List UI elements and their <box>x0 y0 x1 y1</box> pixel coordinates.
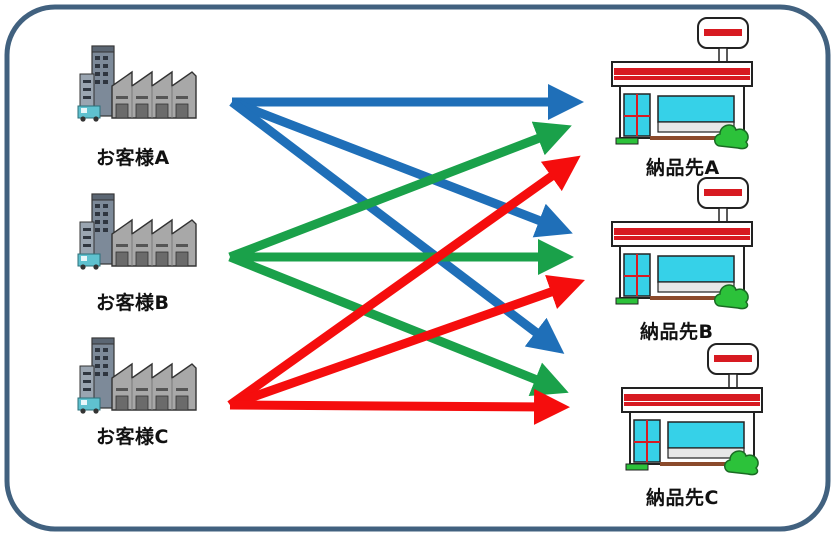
flow-arrows-customer-c <box>227 155 585 425</box>
arrow-c-to-dest-a <box>227 155 581 409</box>
destination-label-b: 納品先B <box>640 321 714 343</box>
destination-label-a: 納品先A <box>646 157 720 179</box>
arrow-b-to-dest-a <box>228 121 572 262</box>
arrow-b-to-dest-c <box>228 252 569 397</box>
arrow-a-to-dest-b-lower <box>229 98 565 354</box>
arrow-c-to-dest-c <box>229 388 570 425</box>
destination-label-c: 納品先C <box>646 487 719 509</box>
customer-label-a: お客様A <box>96 147 170 169</box>
customer-label-b: お客様B <box>96 292 170 314</box>
customer-label-c: お客様C <box>96 426 169 448</box>
flow-arrows-customer-b <box>228 121 574 397</box>
arrow-c-to-dest-b <box>228 274 585 410</box>
